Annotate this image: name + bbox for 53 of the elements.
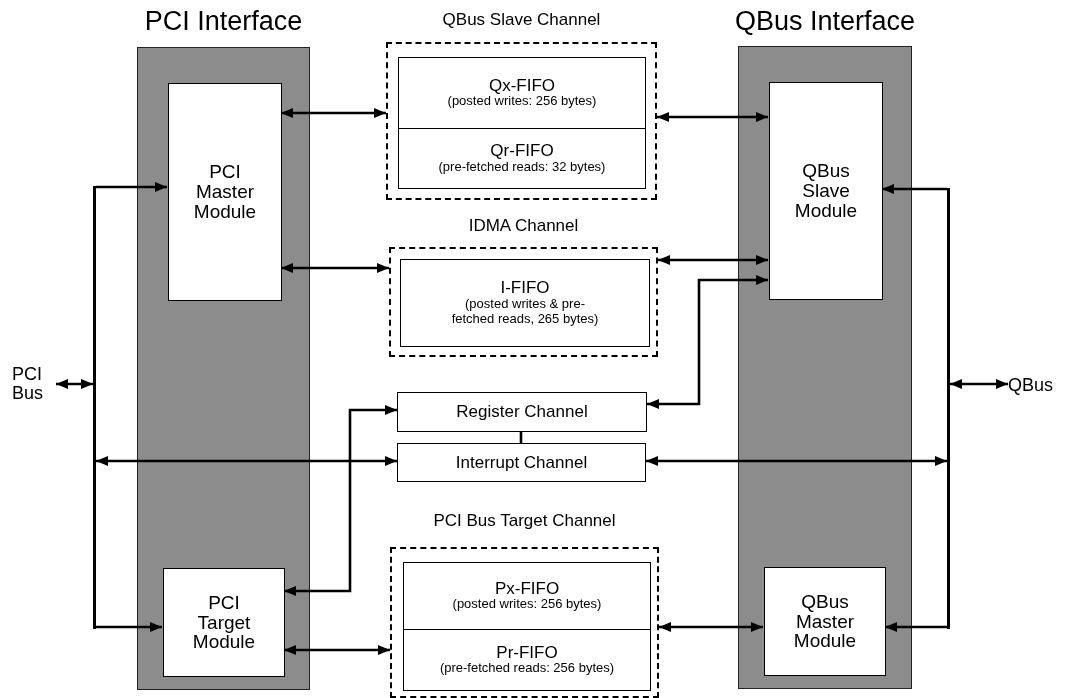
box-note: (pre-fetched reads: 256 bytes) <box>438 661 616 677</box>
fifo-box <box>403 562 651 630</box>
arrow <box>659 622 763 632</box>
box-title: PCI Target Module <box>191 592 257 653</box>
box-title: Qx-FIFO <box>488 76 556 95</box>
fifo-box <box>400 259 650 347</box>
box-title: Pr-FIFO <box>496 643 558 662</box>
box-title: Register Channel <box>456 403 588 421</box>
arrow <box>96 182 167 192</box>
box-title: Px-FIFO <box>494 579 560 598</box>
bus-label: PCI Bus <box>12 365 45 403</box>
fifo-box <box>398 57 646 129</box>
group-heading: QBus Slave Channel <box>441 10 602 30</box>
arrow <box>284 405 397 596</box>
arrow <box>647 275 768 409</box>
bus-line <box>947 188 950 629</box>
connector-line <box>519 432 523 443</box>
arrow <box>657 112 768 122</box>
arrow <box>284 645 390 655</box>
box-note: (posted writes: 256 bytes) <box>446 94 598 110</box>
module-box <box>769 82 883 300</box>
arrow <box>658 255 768 265</box>
box-note: (posted writes: 256 bytes) <box>451 597 603 613</box>
box-title: PCI Master Module <box>192 162 258 222</box>
channel-box <box>397 443 646 482</box>
box-title: Interrupt Channel <box>455 453 588 472</box>
arrow <box>281 263 389 273</box>
module-box <box>163 568 285 677</box>
bus-line <box>93 186 96 629</box>
arrow <box>950 379 1008 389</box>
arrow <box>96 456 397 466</box>
group-heading: QBus Interface <box>733 6 917 37</box>
arrow <box>882 184 947 194</box>
module-box <box>168 83 282 301</box>
group-heading: PCI Interface <box>143 6 304 37</box>
arrow <box>885 622 947 632</box>
box-title: I-FIFO <box>500 279 550 297</box>
fifo-box <box>403 629 651 691</box>
box-title: QBus Master Module <box>792 591 858 652</box>
bus-label: QBus <box>1008 375 1054 395</box>
channel-box <box>397 392 647 432</box>
box-note: (pre-fetched reads: 32 bytes) <box>437 159 607 175</box>
group-heading: IDMA Channel <box>467 216 580 236</box>
box-note: (posted writes & pre-fetched reads, 265 bytes) <box>450 297 600 327</box>
module-box <box>764 567 886 676</box>
arrow <box>646 456 947 466</box>
arrow <box>96 622 162 632</box>
box-title: Qr-FIFO <box>490 142 554 160</box>
arrow <box>56 379 93 389</box>
group-heading: PCI Bus Target Channel <box>432 511 617 531</box>
box-title: QBus Slave Module <box>793 161 859 221</box>
fifo-box <box>398 128 646 189</box>
arrow <box>281 108 386 118</box>
